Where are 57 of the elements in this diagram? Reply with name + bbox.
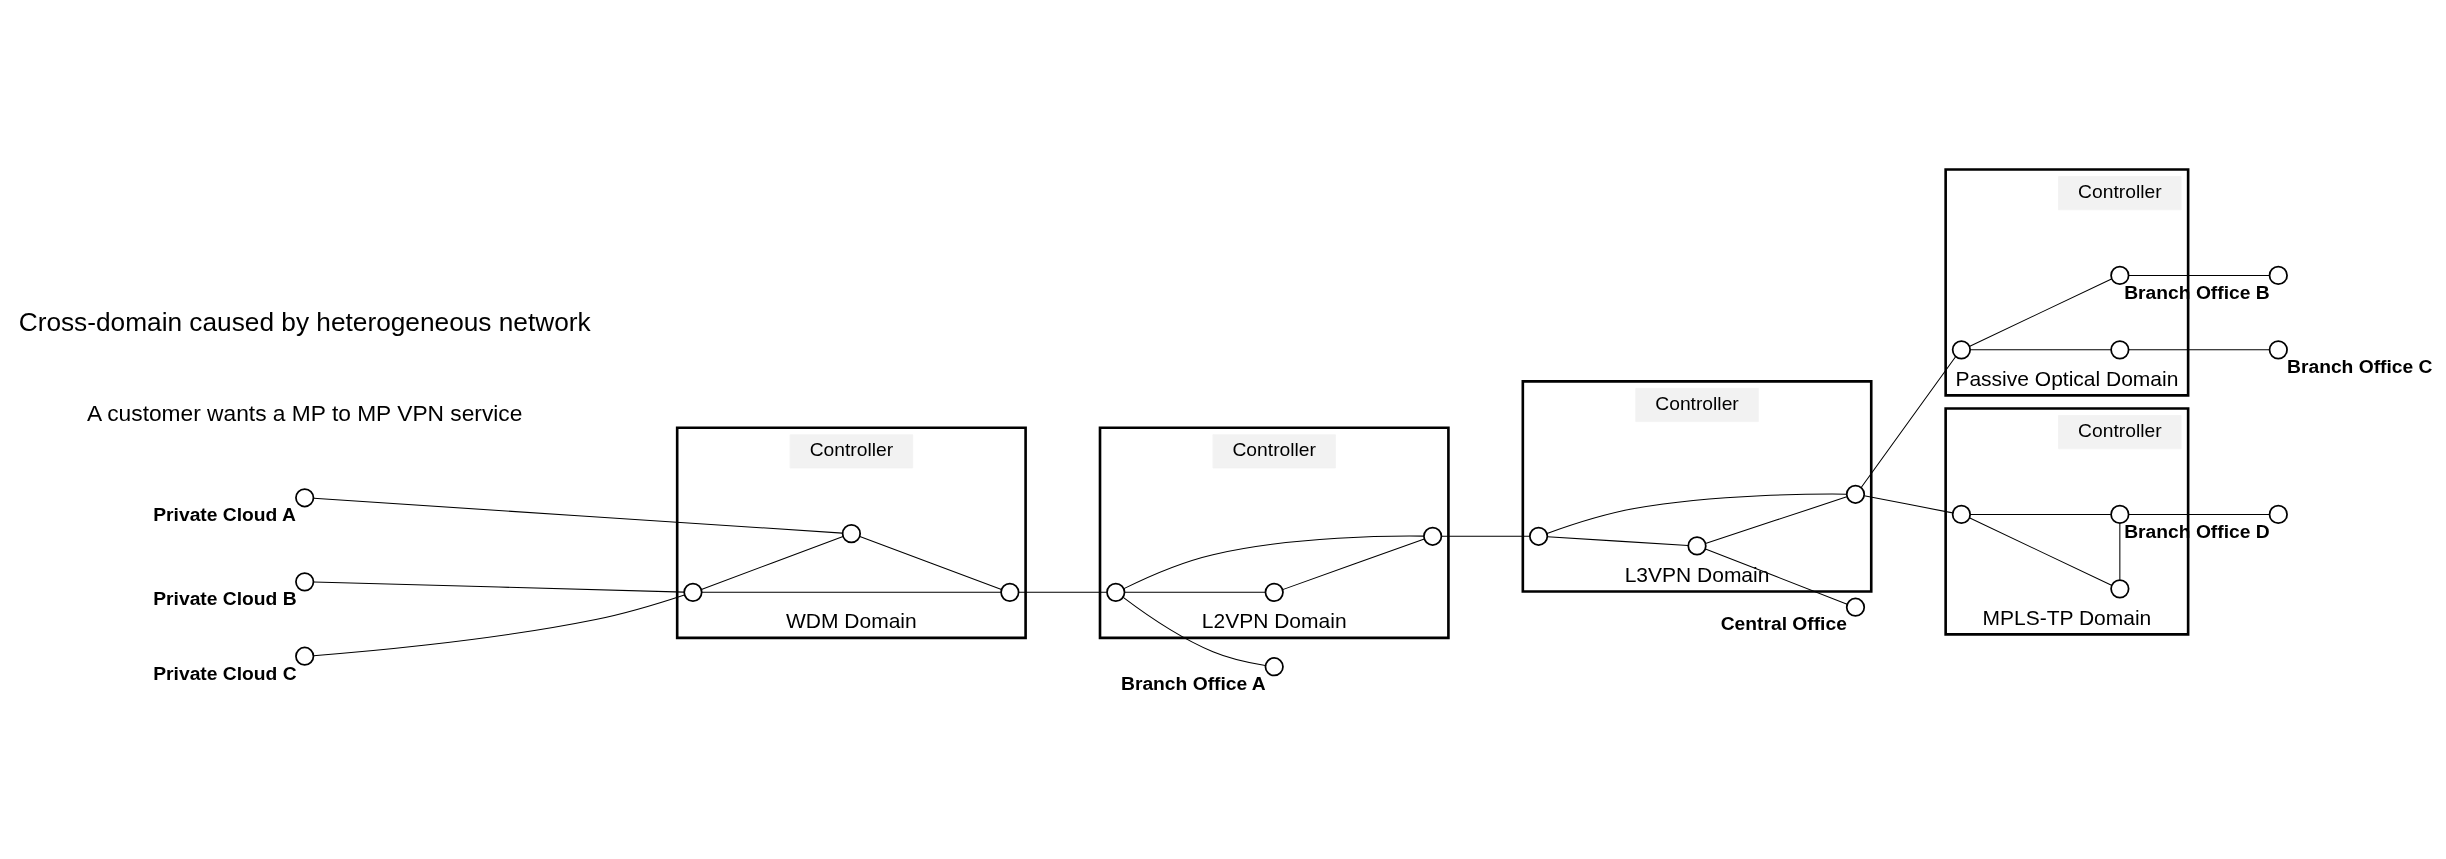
connector <box>2128 349 2270 351</box>
connector <box>1863 495 1954 514</box>
node-circle <box>295 646 315 666</box>
connector <box>1704 548 1848 605</box>
connector <box>1546 536 1689 546</box>
node-circle <box>683 582 703 602</box>
connector <box>313 581 685 593</box>
node-label: Branch Office C <box>2287 356 2433 378</box>
node-circle <box>1000 582 1020 602</box>
node-circle <box>841 524 861 544</box>
label: A customer wants a MP to MP VPN service <box>87 400 523 427</box>
connector <box>2128 513 2270 515</box>
node-circle <box>1845 484 1866 504</box>
node-circle <box>1951 340 1972 360</box>
node-circle <box>1264 657 1284 677</box>
node-label: Private Cloud A <box>153 504 296 526</box>
connector <box>1546 493 1848 534</box>
label: Cross-domain caused by heterogeneous network <box>18 307 591 338</box>
node-circle <box>2110 340 2130 360</box>
connector <box>859 535 1002 591</box>
node-circle <box>1106 582 1126 602</box>
node-circle <box>2268 340 2288 360</box>
connector <box>2128 274 2270 276</box>
node-circle <box>1423 526 1443 546</box>
node-circle <box>1528 526 1549 546</box>
node-circle <box>295 488 315 508</box>
connector <box>313 497 843 534</box>
connector <box>1860 356 1957 488</box>
connector <box>2119 522 2121 581</box>
connector <box>1969 278 2112 347</box>
node-circle <box>2110 579 2130 599</box>
connector <box>1018 591 1108 593</box>
connector <box>1704 496 1848 544</box>
node-circle <box>2110 265 2130 286</box>
node-circle <box>1264 582 1284 602</box>
connector <box>1123 535 1425 590</box>
node-label: Branch Office A <box>1121 673 1266 695</box>
connector <box>1969 349 2112 351</box>
node-label: Central Office <box>1720 613 1847 635</box>
connector <box>1124 591 1266 593</box>
connector <box>701 591 1002 593</box>
connector <box>1282 538 1425 591</box>
connector <box>1122 596 1266 667</box>
connector <box>700 535 844 591</box>
node-circle <box>1951 504 1972 525</box>
node-circle <box>1687 536 1707 556</box>
node-circle <box>2110 504 2130 525</box>
connector <box>1969 517 2112 586</box>
connector <box>312 594 685 657</box>
node-label: Private Cloud C <box>153 662 297 684</box>
node-circle <box>2268 504 2288 525</box>
node-circle <box>2268 265 2288 286</box>
node-circle <box>1845 597 1866 617</box>
connector <box>1969 513 2112 515</box>
connector <box>1441 535 1531 537</box>
node-label: Private Cloud B <box>153 588 297 610</box>
node-circle <box>295 572 315 592</box>
